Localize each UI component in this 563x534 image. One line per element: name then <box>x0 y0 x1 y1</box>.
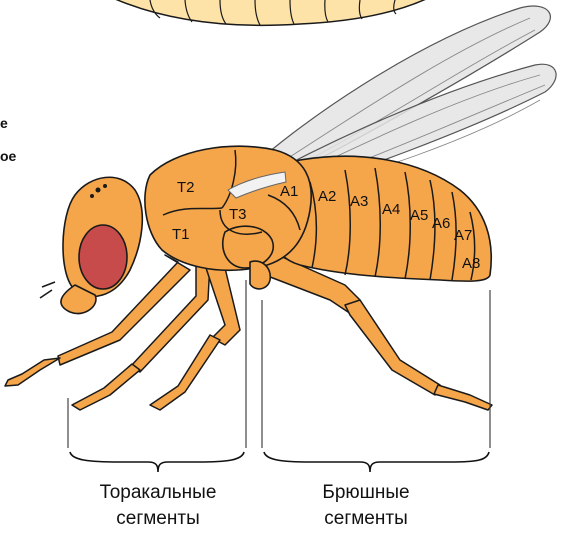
cropped-text-2: ое <box>0 148 17 164</box>
label-a8: A8 <box>462 255 480 272</box>
label-a7: A7 <box>454 227 472 244</box>
label-a6: A6 <box>432 215 450 232</box>
label-a2: A2 <box>318 188 336 205</box>
label-a5: A5 <box>410 207 428 224</box>
compound-eye <box>79 225 127 289</box>
abdominal-caption-line2: сегменты <box>324 508 407 529</box>
thoracic-caption-line1: Торакальные <box>100 482 217 503</box>
larva-fragment <box>100 0 440 25</box>
thoracic-brace <box>70 452 244 472</box>
abdominal-caption-line1: Брюшные <box>322 482 409 503</box>
abdominal-brace <box>264 452 489 472</box>
label-t2: T2 <box>177 179 195 196</box>
thoracic-caption-line2: сегменты <box>116 508 199 529</box>
label-a1: A1 <box>280 183 298 200</box>
label-a3: A3 <box>350 193 368 210</box>
label-a4: A4 <box>382 201 400 218</box>
label-t1: T1 <box>172 226 190 243</box>
cropped-text-1: е <box>0 115 8 131</box>
label-t3: T3 <box>229 206 247 223</box>
